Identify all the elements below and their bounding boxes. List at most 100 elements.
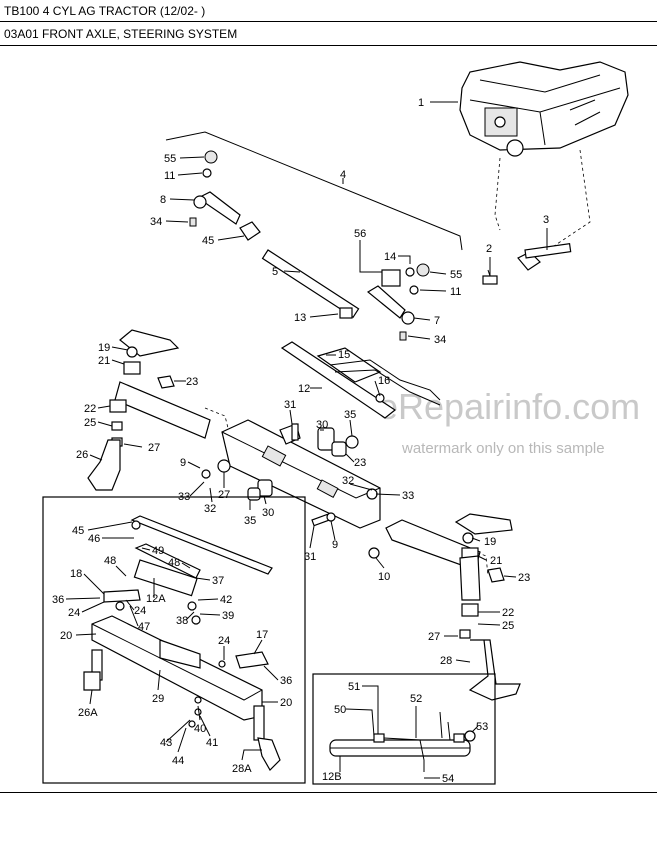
watermark-site: eRepairinfo.com bbox=[378, 386, 641, 427]
inset-steering-cylinder bbox=[329, 711, 476, 772]
callout-label: 36 bbox=[280, 675, 292, 687]
callout-label: 46 bbox=[88, 533, 100, 545]
callout-label: 44 bbox=[172, 755, 184, 767]
callout-label: 13 bbox=[294, 312, 306, 324]
washer bbox=[326, 512, 336, 522]
callout-label: 5 bbox=[272, 266, 278, 278]
callout-label: 27 bbox=[148, 442, 160, 454]
steering-cylinder bbox=[280, 341, 441, 419]
inset-frame-alternate-axle bbox=[42, 496, 306, 784]
alignment-line bbox=[494, 149, 591, 263]
callout-label: 4 bbox=[340, 169, 346, 181]
callout-label: 7 bbox=[434, 315, 440, 327]
callout-label: 11 bbox=[164, 170, 175, 182]
callout-label: 24 bbox=[218, 635, 230, 647]
callout-label: 16 bbox=[378, 375, 390, 387]
callout-label: 25 bbox=[84, 417, 96, 429]
callout-label: 18 bbox=[70, 568, 82, 580]
callout-label: 19 bbox=[484, 536, 496, 548]
callout-label: 45 bbox=[202, 235, 214, 247]
tie-rod-tube bbox=[261, 249, 360, 319]
callout-label: 28 bbox=[440, 655, 452, 667]
callout-label: 32 bbox=[204, 503, 216, 515]
callout-label: 2 bbox=[486, 243, 492, 255]
callout-label: 30 bbox=[262, 507, 274, 519]
callout-label: 49 bbox=[152, 545, 164, 557]
callout-label: 23 bbox=[186, 376, 198, 388]
callout-label: 47 bbox=[138, 621, 150, 633]
callout-label: 19 bbox=[98, 342, 110, 354]
callout-label: 26A bbox=[78, 707, 98, 719]
callout-label: 29 bbox=[152, 693, 164, 705]
callout-label: 52 bbox=[410, 693, 422, 705]
callout-label: 40 bbox=[194, 723, 206, 735]
callout-label: 12A bbox=[146, 593, 166, 605]
callout-label: 27 bbox=[428, 631, 440, 643]
bolt bbox=[291, 423, 299, 441]
callout-label: 17 bbox=[256, 629, 268, 641]
callout-label: 45 bbox=[72, 525, 84, 537]
callout-label: 21 bbox=[98, 355, 110, 367]
callout-label: 12B bbox=[322, 771, 342, 783]
callout-label: 53 bbox=[476, 721, 488, 733]
inset-axle-assembly bbox=[83, 515, 281, 771]
callout-label: 41 bbox=[206, 737, 218, 749]
callout-label: 37 bbox=[212, 575, 224, 587]
callout-label: 20 bbox=[60, 630, 72, 642]
watermark-note: watermark only on this sample bbox=[402, 440, 605, 457]
callout-label: 15 bbox=[338, 349, 350, 361]
callout-label: 43 bbox=[160, 737, 172, 749]
callout-label: 22 bbox=[502, 607, 514, 619]
callout-label: 55 bbox=[450, 269, 462, 281]
callout-label: 24 bbox=[68, 607, 80, 619]
callout-label: 31 bbox=[304, 551, 316, 563]
callout-label: 42 bbox=[220, 594, 232, 606]
callout-label: 54 bbox=[442, 773, 454, 785]
header-rule bbox=[0, 21, 657, 22]
callout-label: 51 bbox=[348, 681, 360, 693]
callout-label: 38 bbox=[176, 615, 188, 627]
grease-fitting bbox=[368, 547, 380, 559]
callout-label: 20 bbox=[280, 697, 292, 709]
callout-label: 8 bbox=[160, 194, 166, 206]
callout-label: 36 bbox=[52, 594, 64, 606]
callout-label: 3 bbox=[543, 214, 549, 226]
callout-label: 55 bbox=[164, 153, 176, 165]
tie-rod-end-left bbox=[189, 150, 261, 241]
callout-label: 11 bbox=[450, 286, 461, 298]
steering-arm-right bbox=[385, 513, 521, 701]
callout-labels: 1 2 3 4 5 55 11 8 34 45 56 14 55 11 13 7… bbox=[52, 97, 549, 785]
axle-support-housing bbox=[459, 61, 629, 157]
callout-label: 12 bbox=[298, 383, 310, 395]
callout-label: 48 bbox=[104, 555, 116, 567]
callout-label: 34 bbox=[150, 216, 162, 228]
callout-label: 9 bbox=[332, 539, 338, 551]
callout-label: 23 bbox=[518, 572, 530, 584]
callout-label: 21 bbox=[490, 555, 502, 567]
callout-label: 24 bbox=[134, 605, 146, 617]
callout-label: 48 bbox=[168, 557, 180, 569]
callout-label: 22 bbox=[84, 403, 96, 415]
pivot-pin bbox=[517, 243, 572, 271]
callout-label: 34 bbox=[434, 334, 446, 346]
callout-label: 1 bbox=[418, 97, 424, 109]
tie-rod-end-right bbox=[339, 263, 430, 341]
callout-label: 9 bbox=[180, 457, 186, 469]
callout-label: 26 bbox=[76, 449, 88, 461]
header-rule bbox=[0, 45, 657, 46]
inset-frame-steering-cylinder bbox=[312, 673, 496, 785]
callout-label: 27 bbox=[218, 489, 230, 501]
footer-rule bbox=[0, 792, 657, 793]
callout-label: 28A bbox=[232, 763, 252, 775]
callout-label: 10 bbox=[378, 571, 390, 583]
callout-label: 30 bbox=[316, 419, 328, 431]
callout-leaders bbox=[65, 101, 548, 779]
callout-label: 32 bbox=[342, 475, 354, 487]
callout-label: 35 bbox=[244, 515, 256, 527]
callout-label: 50 bbox=[334, 704, 346, 716]
axle-beam bbox=[201, 419, 381, 529]
callout-label: 31 bbox=[284, 399, 296, 411]
callout-label: 33 bbox=[178, 491, 190, 503]
callout-label: 25 bbox=[502, 620, 514, 632]
section-title: 03A01 FRONT AXLE, STEERING SYSTEM bbox=[4, 27, 238, 41]
